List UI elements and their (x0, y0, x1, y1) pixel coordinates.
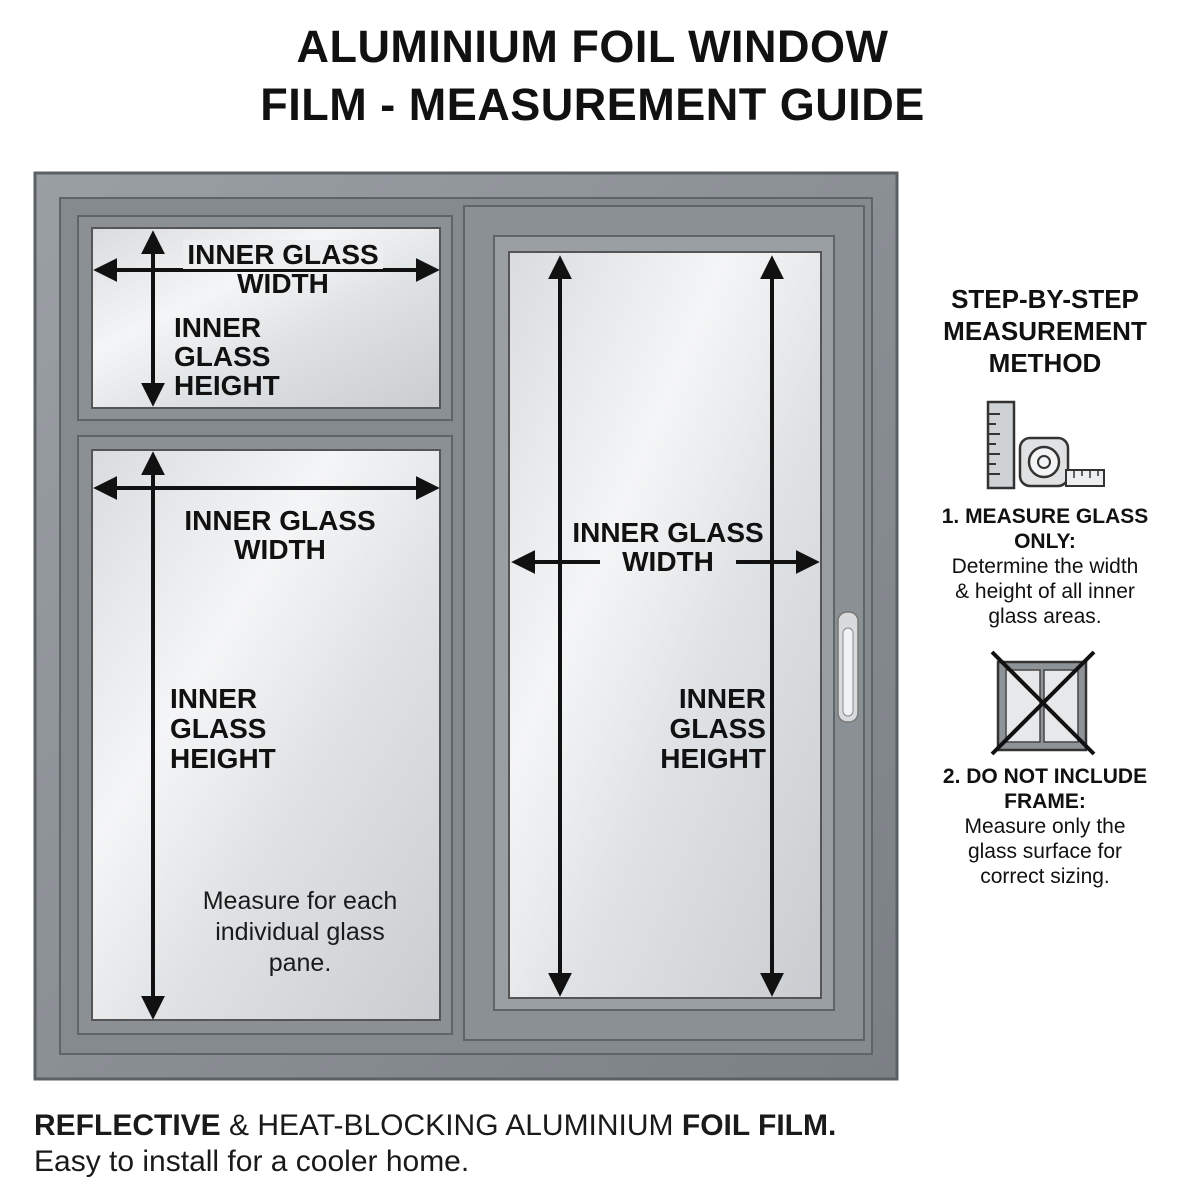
step-1-heading: 1. MEASURE GLASS ONLY: (941, 505, 1149, 553)
crossed-window-frame-icon (990, 650, 1096, 756)
right-height-label: INNER GLASS HEIGHT (660, 683, 766, 774)
top-height-label: INNER GLASS HEIGHT (174, 312, 280, 401)
sidebar-title: STEP-BY-STEP MEASUREMENT METHOD (943, 284, 1147, 378)
pane-note: Measure for each individual glass pane. (202, 887, 398, 977)
footer-text-mid: & HEAT-BLOCKING ALUMINIUM (220, 1109, 682, 1142)
window-handle-grip (842, 627, 854, 717)
bottom-height-label: INNER GLASS HEIGHT (170, 683, 276, 774)
title-line-1: ALUMINIUM FOIL WINDOW (296, 21, 889, 72)
footer-line-1: REFLECTIVE & HEAT-BLOCKING ALUMINIUM FOI… (34, 1108, 1184, 1144)
footer-bold-foil: FOIL FILM. (681, 1109, 837, 1142)
top-width-label: INNER GLASS WIDTH (178, 240, 388, 298)
title-line-2: FILM - MEASUREMENT GUIDE (260, 79, 925, 130)
ruler-tape-measure-icon (986, 400, 1105, 490)
right-glass (508, 251, 822, 999)
step-1-text: Determine the width & height of all inne… (951, 555, 1139, 628)
footer-line-2: Easy to install for a cooler home. (34, 1145, 470, 1178)
step-1: 1. MEASURE GLASS ONLY: Determine the wid… (920, 504, 1170, 629)
right-width-label: INNER GLASS WIDTH (572, 517, 764, 577)
bottom-width-label: INNER GLASS WIDTH (184, 505, 376, 565)
step-2-text: Measure only the glass surface for corre… (964, 815, 1126, 888)
footer-bold-reflective: REFLECTIVE (34, 1109, 221, 1142)
step-2: 2. DO NOT INCLUDE FRAME: Measure only th… (920, 764, 1170, 889)
step-2-heading: 2. DO NOT INCLUDE FRAME: (942, 765, 1148, 813)
page-title: ALUMINIUM FOIL WINDOW FILM - MEASUREMENT… (0, 18, 1185, 134)
footer-tagline: REFLECTIVE & HEAT-BLOCKING ALUMINIUM FOI… (34, 1108, 1184, 1180)
